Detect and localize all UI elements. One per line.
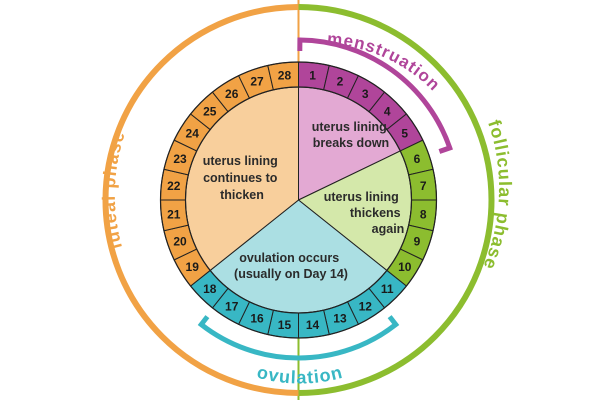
luteal-center-label: uterus lining continues to thicken — [203, 154, 281, 202]
day-6-label: 6 — [414, 152, 421, 166]
day-18-label: 18 — [203, 282, 217, 296]
ring-border — [184, 86, 413, 314]
day-16-label: 16 — [250, 312, 264, 326]
day-5-label: 5 — [401, 126, 408, 140]
ovulation-center-label: ovulation occurs (usually on Day 14) — [234, 251, 348, 281]
day-12-label: 12 — [359, 299, 373, 313]
day-4-label: 4 — [384, 104, 391, 118]
day-7-label: 7 — [420, 179, 427, 193]
day-10-label: 10 — [398, 260, 412, 274]
day-19-label: 19 — [186, 260, 200, 274]
day-3-label: 3 — [362, 87, 369, 101]
day-13-label: 13 — [333, 312, 347, 326]
luteal-phase-label: luteal phase — [99, 128, 129, 251]
day-25-label: 25 — [203, 104, 217, 118]
day-11-label: 11 — [381, 282, 394, 296]
luteal-outer-arc — [102, 4, 299, 396]
day-26-label: 26 — [225, 87, 239, 101]
day-23-label: 23 — [173, 152, 187, 166]
day-9-label: 9 — [414, 235, 421, 249]
center-labels: uterus lining breaks down uterus lining … — [203, 120, 405, 281]
day-15-label: 15 — [278, 318, 292, 332]
day-17-label: 17 — [225, 299, 239, 313]
day-1-label: 1 — [309, 68, 316, 82]
follicular-outer-arc — [298, 4, 495, 396]
menstruation-center-label: uterus lining breaks down — [312, 120, 390, 150]
outer-phase-arcs — [102, 4, 495, 396]
day-21-label: 21 — [167, 207, 181, 221]
ring-border — [159, 61, 438, 339]
day-28-label: 28 — [278, 68, 292, 82]
day-20-label: 20 — [173, 235, 187, 249]
day-22-label: 22 — [167, 179, 181, 193]
day-2-label: 2 — [337, 75, 344, 89]
ovulation-label: ovulation — [255, 362, 345, 388]
day-14-label: 14 — [306, 318, 320, 332]
follicular-center-label: uterus lining thickens again — [324, 190, 405, 236]
day-27-label: 27 — [250, 75, 264, 89]
menstruation-bracket — [297, 37, 453, 154]
ovulation-bracket — [197, 315, 400, 361]
day-8-label: 8 — [420, 207, 427, 221]
day-24-label: 24 — [186, 126, 200, 140]
